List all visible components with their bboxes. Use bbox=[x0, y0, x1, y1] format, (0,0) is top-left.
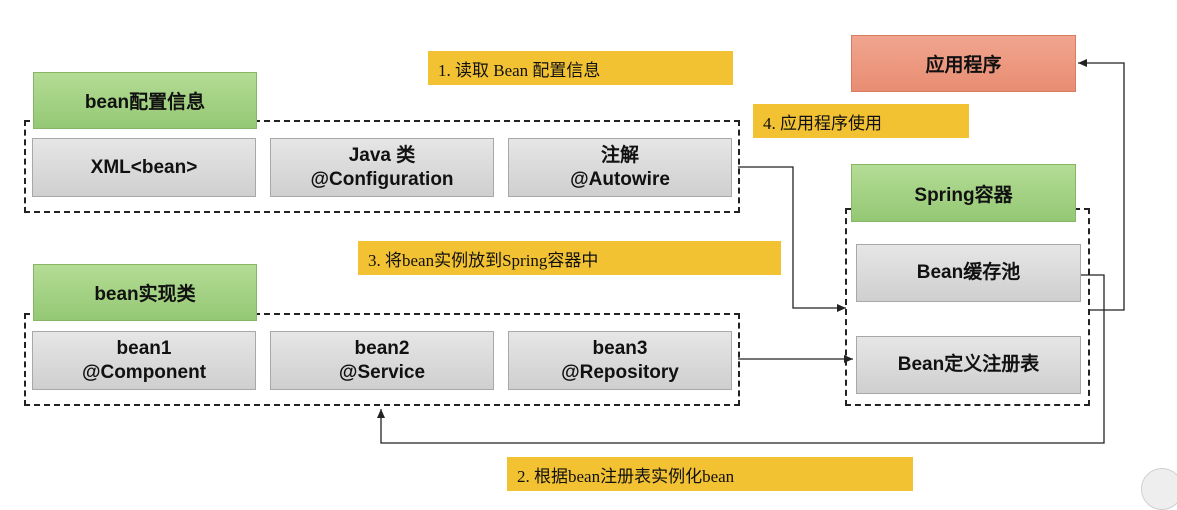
spring-container-title: Spring容器 bbox=[851, 164, 1076, 222]
bean-definition-registry: Bean定义注册表 bbox=[856, 336, 1081, 394]
config-item-xml: XML<bean> bbox=[32, 138, 256, 197]
config-item-xml-line1: XML<bean> bbox=[90, 156, 198, 178]
arrow-cache-to-impl bbox=[377, 274, 1105, 444]
note-step-4: 4. 应用程序使用 bbox=[753, 104, 969, 138]
impl-item-bean3-line1: bean3 bbox=[592, 337, 648, 359]
arrow-container-to-app bbox=[1078, 59, 1125, 311]
impl-item-bean1: bean1 @Component bbox=[32, 331, 256, 390]
impl-item-bean3: bean3 @Repository bbox=[508, 331, 732, 390]
arrow-config-to-registry bbox=[738, 166, 846, 312]
config-item-annotation-line2: @Autowire bbox=[570, 168, 670, 190]
note-step-2: 2. 根据bean注册表实例化bean bbox=[507, 457, 913, 491]
impl-group-frame bbox=[24, 313, 740, 406]
bean-cache-pool: Bean缓存池 bbox=[856, 244, 1081, 302]
note-step-1: 1. 读取 Bean 配置信息 bbox=[428, 51, 733, 85]
config-group-frame bbox=[24, 120, 740, 213]
impl-item-bean1-line2: @Component bbox=[81, 361, 207, 383]
impl-item-bean2-line1: bean2 bbox=[354, 337, 410, 359]
config-item-java-line1: Java 类 bbox=[348, 144, 416, 166]
corner-decoration bbox=[1141, 468, 1177, 510]
config-group-title: bean配置信息 bbox=[33, 72, 257, 129]
application-box: 应用程序 bbox=[851, 35, 1076, 92]
impl-item-bean2-line2: @Service bbox=[338, 361, 426, 383]
config-item-annotation-line1: 注解 bbox=[600, 144, 639, 166]
config-item-java-line2: @Configuration bbox=[310, 168, 454, 190]
config-item-java: Java 类 @Configuration bbox=[270, 138, 494, 197]
note-step-3: 3. 将bean实例放到Spring容器中 bbox=[358, 241, 781, 275]
impl-group-title: bean实现类 bbox=[33, 264, 257, 321]
impl-item-bean2: bean2 @Service bbox=[270, 331, 494, 390]
impl-item-bean1-line1: bean1 bbox=[116, 337, 172, 359]
impl-item-bean3-line2: @Repository bbox=[561, 361, 679, 383]
config-item-annotation: 注解 @Autowire bbox=[508, 138, 732, 197]
